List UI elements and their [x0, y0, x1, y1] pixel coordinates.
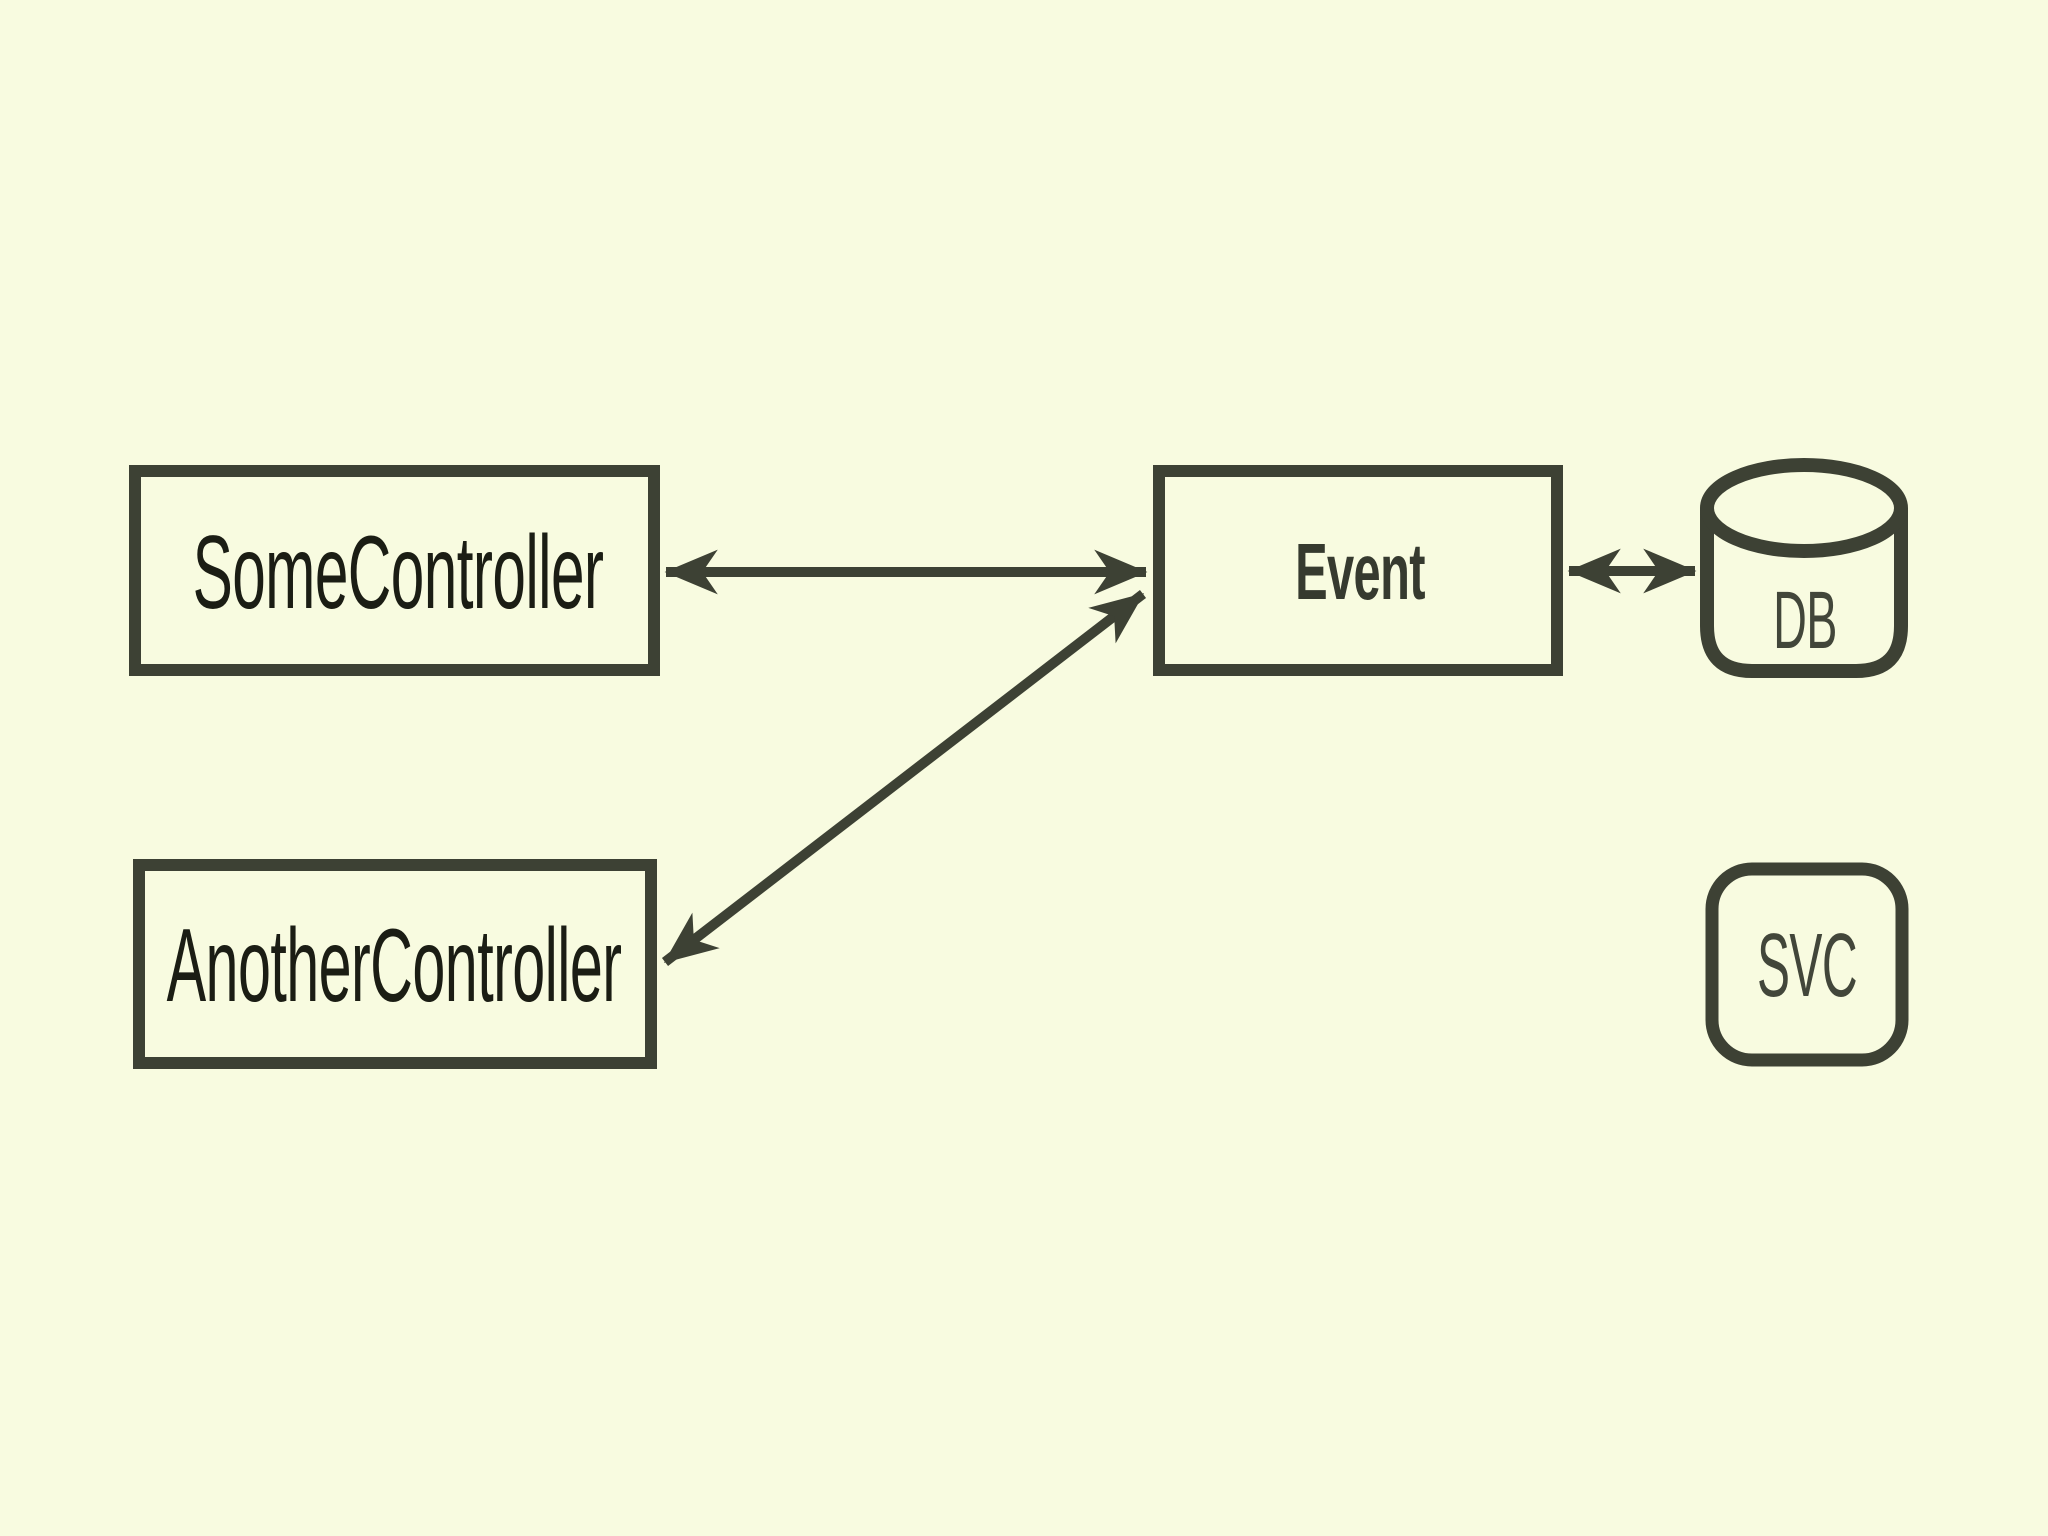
node-another-controller: AnotherController: [133, 859, 657, 1069]
some-controller-box: [129, 465, 660, 676]
db-cylinder-icon: [1700, 508, 1908, 678]
svc-box: [1705, 862, 1909, 1067]
db-label: DB: [1773, 576, 1837, 667]
arrow-anothercontroller-event: [661, 590, 1147, 966]
another-controller-box: [133, 859, 657, 1069]
event-box: [1153, 465, 1563, 676]
node-svc: SVC: [1705, 862, 1909, 1067]
node-event: Event: [1153, 465, 1563, 676]
svc-label: SVC: [1757, 915, 1857, 1015]
db-cylinder-top-icon: [1700, 458, 1908, 558]
node-some-controller: SomeController: [129, 465, 660, 676]
event-label: Event: [1295, 528, 1425, 617]
another-controller-label: AnotherController: [167, 906, 622, 1023]
node-db: DB: [1700, 458, 1908, 678]
some-controller-label: SomeController: [193, 515, 604, 631]
